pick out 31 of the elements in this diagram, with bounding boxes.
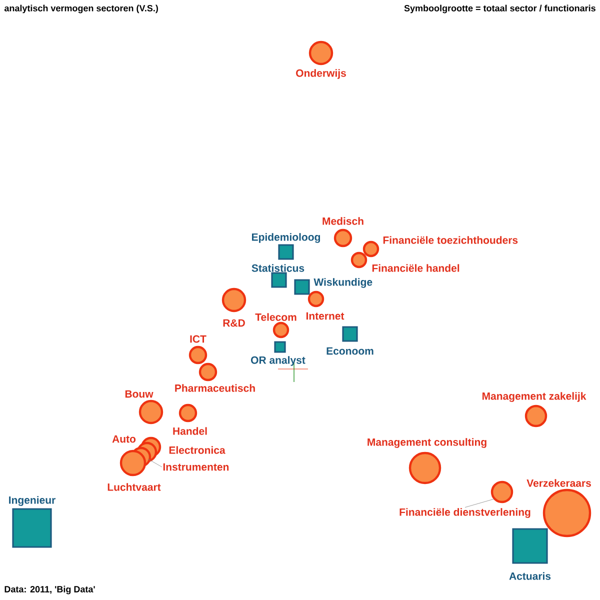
sector-label: Medisch bbox=[322, 217, 364, 225]
sector-label: ICT bbox=[190, 335, 206, 343]
sector-label: Instrumenten bbox=[163, 463, 229, 471]
function-label: Statisticus bbox=[252, 264, 304, 272]
sector-label: Luchtvaart bbox=[108, 483, 161, 491]
sector-label: Electronica bbox=[169, 446, 226, 454]
sector-label: Management consulting bbox=[368, 438, 486, 448]
sector-label: Pharmaceutisch bbox=[175, 384, 255, 392]
sector-label: Financiële dienstverlening bbox=[400, 508, 530, 518]
sector-label: Auto bbox=[112, 435, 136, 443]
sector-label: Verzekeraars bbox=[526, 479, 591, 487]
sector-label: Telecom bbox=[255, 313, 296, 321]
leader-line bbox=[464, 498, 494, 508]
sector-label: Bouw bbox=[125, 390, 154, 398]
sector-label: Financiële toezichthouders bbox=[383, 236, 518, 244]
function-label: Wiskundige bbox=[314, 278, 372, 288]
function-label: Econoom bbox=[326, 347, 374, 355]
sector-label: Internet bbox=[306, 312, 344, 320]
function-label: OR analyst bbox=[251, 356, 306, 366]
sector-label: Financiële handel bbox=[372, 264, 460, 272]
sector-label: Management zakelijk bbox=[482, 392, 586, 402]
chart-title: analytisch vermogen sectoren (V.S.) bbox=[4, 4, 158, 14]
function-label: Actuaris bbox=[509, 572, 551, 580]
function-label: Ingenieur bbox=[9, 496, 56, 506]
note-text: Symboolgrootte = totaal sector / functionaris bbox=[404, 4, 596, 14]
note-text: Data: 2011, 'Big Data' bbox=[4, 586, 95, 594]
function-label: Epidemioloog bbox=[252, 233, 320, 243]
sector-label: Handel bbox=[173, 427, 207, 435]
sector-label: R&D bbox=[223, 319, 245, 327]
sector-label: Onderwijs bbox=[296, 69, 346, 79]
leader-line bbox=[148, 458, 162, 468]
